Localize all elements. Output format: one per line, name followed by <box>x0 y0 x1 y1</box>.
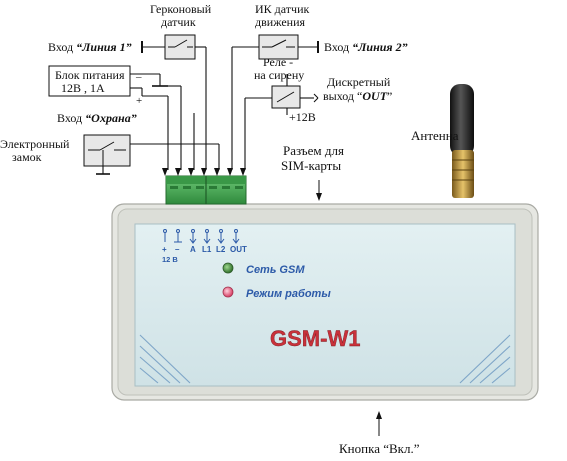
terminal-label-l2: L2 <box>216 245 226 254</box>
power-supply-label-2: 12В , 1А <box>61 81 105 95</box>
button-arrow <box>376 411 382 436</box>
led-network-label: Сеть GSM <box>246 264 305 276</box>
led-mode <box>222 286 234 298</box>
device-case <box>111 203 539 401</box>
relay-switch <box>271 85 301 109</box>
sim-slot-label-1: Разъем для <box>283 143 344 158</box>
antenna-rod <box>450 84 474 156</box>
discrete-output-label-1: Дискретный <box>327 75 391 89</box>
power-button-label: Кнопка “Вкл.” <box>339 441 420 456</box>
model-name: GSM-W1 <box>270 326 360 351</box>
reed-sensor-label-2: датчик <box>161 15 196 29</box>
hatch-left <box>139 334 191 384</box>
terminal-label-out: OUT <box>230 245 247 254</box>
hatch-right <box>459 334 511 384</box>
terminal-label-plus: + <box>162 245 167 254</box>
sim-slot-label-2: SIM-карты <box>281 158 341 173</box>
terminal-legend <box>163 229 240 244</box>
terminal-block <box>165 175 247 205</box>
input-guard-label: Вход “Охрана” <box>57 111 137 125</box>
terminal-label-l1: L1 <box>202 245 212 254</box>
electronic-lock-label-1: Электронный <box>0 137 70 151</box>
discrete-output-label-2: выход “OUT” <box>323 89 392 103</box>
relay-plus12v: +12В <box>289 110 316 124</box>
input-line2-label: Вход “Линия 2” <box>324 40 408 54</box>
sim-arrow <box>316 180 322 201</box>
reed-switch <box>164 34 196 60</box>
power-plus-sign: + <box>136 95 142 107</box>
led-network <box>222 262 234 274</box>
relay-label-2: на сирену <box>254 68 304 82</box>
terminal-arrows <box>162 168 246 176</box>
ir-sensor-label-1: ИК датчик <box>255 2 309 16</box>
device-panel <box>134 223 516 387</box>
terminal-label-a: A <box>190 245 196 254</box>
power-supply-box <box>48 65 131 97</box>
power-supply-label-1: Блок питания <box>55 68 125 82</box>
electronic-lock-label-2: замок <box>12 150 42 164</box>
lock-switch <box>83 134 131 167</box>
power-minus-sign: – <box>135 71 142 83</box>
ir-switch <box>258 34 299 60</box>
terminal-label-minus: – <box>175 245 180 254</box>
antenna <box>450 84 474 198</box>
input-line1-label: Вход “Линия 1” <box>48 40 132 54</box>
antenna-label: Антенна <box>411 128 459 143</box>
ir-sensor-label-2: движения <box>255 15 305 29</box>
terminal-label-12v: 12 В <box>162 255 178 264</box>
wiring <box>96 41 319 175</box>
relay-label-1: Реле - <box>263 55 293 69</box>
antenna-connector <box>452 150 474 198</box>
reed-sensor-label-1: Герконовый <box>150 2 212 16</box>
led-mode-label: Режим работы <box>246 288 331 300</box>
